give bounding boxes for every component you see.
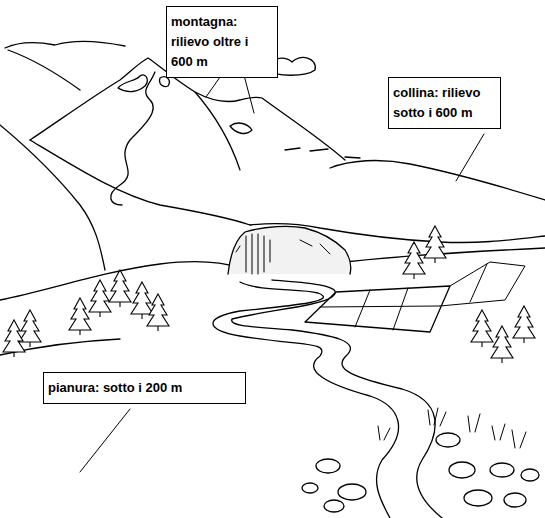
leader-line: [456, 134, 484, 181]
pine-tree: [471, 310, 493, 347]
rock: [521, 469, 539, 481]
snow-patch: [160, 77, 170, 87]
rock: [324, 500, 344, 512]
pine-tree: [491, 326, 513, 363]
leader-line: [80, 409, 130, 472]
rock: [490, 463, 514, 477]
line-art: [0, 41, 545, 518]
label-text: collina: rilievo sotto i 600 m: [393, 83, 496, 123]
hill-outline: [330, 161, 545, 200]
label-box: collina: rilievo sotto i 600 m: [388, 77, 501, 129]
waterfall-water: [236, 234, 330, 274]
pine-tree: [513, 306, 535, 343]
rock: [436, 433, 460, 447]
rock: [464, 490, 492, 506]
snow-patch: [230, 123, 252, 133]
label-box: pianura: sotto i 200 m: [43, 372, 246, 404]
grass: [378, 408, 526, 448]
mountain-ridge: [8, 50, 80, 90]
rock: [504, 493, 526, 507]
pine-tree: [3, 320, 25, 357]
rock: [449, 462, 475, 478]
plain-horizon: [345, 248, 545, 262]
mountain-ridge: [195, 92, 240, 170]
pine-tree: [147, 294, 169, 331]
label-text: montagna: rilievo oltre i 600 m: [171, 12, 273, 72]
pine-tree: [403, 242, 425, 279]
label-box: montagna: rilievo oltre i 600 m: [166, 6, 278, 78]
mountain-road: [111, 72, 155, 205]
mountain-detail: [285, 148, 360, 158]
waterfall-cliff: [228, 226, 351, 274]
pine-tree: [109, 270, 131, 307]
label-text: pianura: sotto i 200 m: [48, 378, 241, 398]
hill-outline: [0, 125, 105, 270]
river-bank: [232, 280, 442, 518]
rock: [338, 484, 366, 500]
pine-tree: [69, 298, 91, 335]
cloud: [5, 41, 125, 48]
pine-tree: [89, 280, 111, 317]
pine-trees: [3, 226, 535, 363]
pine-tree: [424, 226, 446, 263]
snow-patch: [118, 75, 147, 92]
field-grid: [305, 286, 450, 332]
rock: [302, 483, 318, 493]
rock: [316, 459, 340, 473]
hill-outline: [30, 140, 250, 225]
